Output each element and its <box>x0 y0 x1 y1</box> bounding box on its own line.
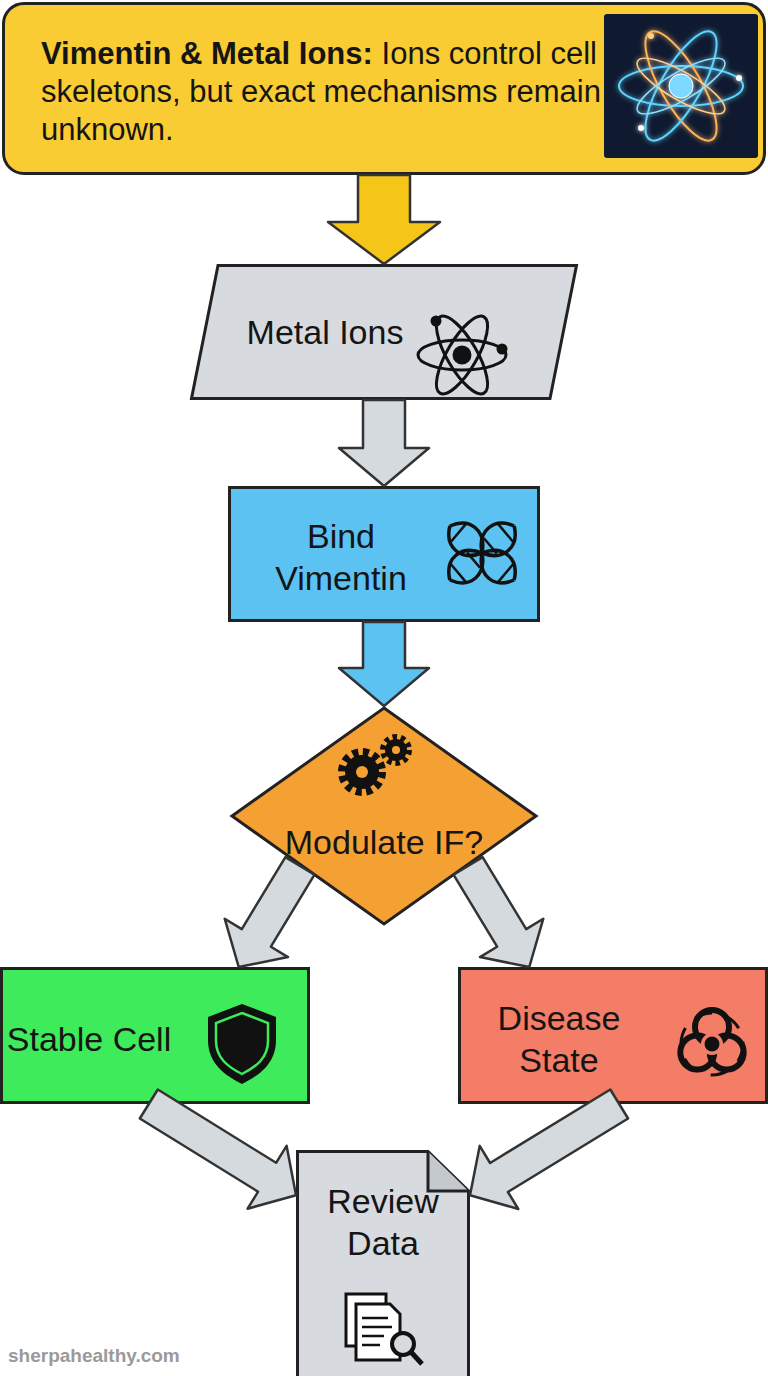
title-box: Vimentin & Metal Ions:Ions control cell … <box>2 2 766 175</box>
input-parallelogram: Metal Ions <box>190 264 578 400</box>
block-arrow <box>140 1090 296 1209</box>
text-area: Stable Cell <box>3 970 175 1107</box>
node-label: Disease State <box>471 997 647 1081</box>
text-area: Disease State <box>471 970 647 1107</box>
text-area: Review Data <box>296 1174 470 1270</box>
watermark: sherpahealthy.com <box>8 1345 180 1367</box>
block-arrow <box>470 1090 628 1210</box>
block-arrow <box>225 857 315 967</box>
text-area: Vimentin & Metal Ions:Ions control cell … <box>41 21 607 163</box>
text-area: Bind Vimentin <box>241 489 441 625</box>
outcome-box: Disease State <box>458 967 768 1104</box>
decision-diamond: Modulate IF? <box>230 706 538 926</box>
text-area: Metal Ions <box>240 264 410 400</box>
text-area: Modulate IF? <box>284 798 484 886</box>
node-outline <box>230 706 538 926</box>
node-label: Stable Cell <box>7 1018 171 1060</box>
node-label: Modulate IF? <box>285 821 483 863</box>
node-label: Metal Ions <box>247 311 404 353</box>
title-heading: Vimentin & Metal Ions: <box>41 36 373 71</box>
outcome-box: Stable Cell <box>0 967 310 1104</box>
title-paragraph: Vimentin & Metal Ions:Ions control cell … <box>41 35 607 149</box>
block-arrow <box>454 857 544 967</box>
node-label: Review Data <box>296 1180 470 1264</box>
node-shape <box>192 266 577 399</box>
node-label: Bind Vimentin <box>241 515 441 599</box>
document-shape: Review Data <box>296 1150 470 1376</box>
process-box: Bind Vimentin <box>228 486 540 622</box>
block-arrow <box>328 175 440 264</box>
block-arrow <box>339 400 429 486</box>
node-shape <box>232 708 536 924</box>
block-arrow <box>339 622 429 706</box>
